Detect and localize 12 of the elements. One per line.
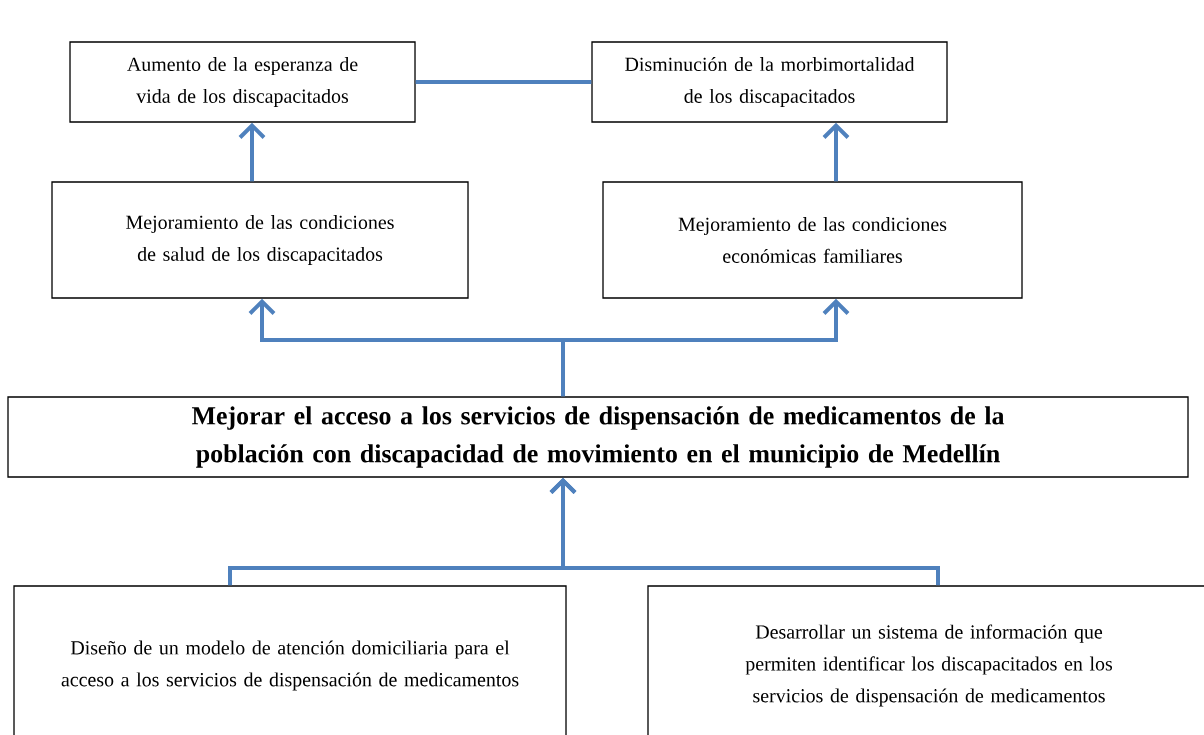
arrow xyxy=(822,122,850,182)
arrow xyxy=(549,477,940,586)
arrow xyxy=(238,122,266,182)
text-box: Desarrollar un sistema de información que permiten identificar los discapacitados en los servicios de dispensación de medicamentos xyxy=(647,585,1204,735)
arrow xyxy=(561,298,850,397)
text-box: Mejoramiento de las condiciones de salud de los discapacitados xyxy=(51,181,469,299)
text-box: Disminución de la morbimortalidad de los discapacitados xyxy=(591,41,948,123)
text-box: Mejoramiento de las condiciones económicas familiares xyxy=(602,181,1023,299)
text-box: Aumento de la esperanza de vida de los discapacitados xyxy=(69,41,416,123)
text-box: Diseño de un modelo de atención domiciliaria para el acceso a los servicios de dispensación de medicamentos xyxy=(13,585,567,735)
goal-box: Mejorar el acceso a los servicios de dispensación de medicamentos de la población con discapacidad de movimiento en el municipio de Medellín xyxy=(7,396,1189,478)
connector-line xyxy=(415,80,592,84)
